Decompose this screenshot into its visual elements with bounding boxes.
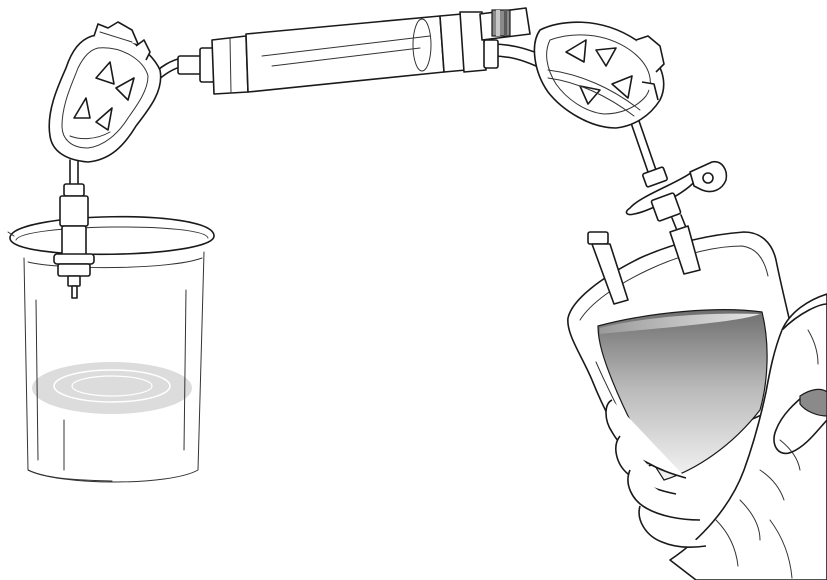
inline-filter [177, 7, 531, 95]
luer-connector [625, 160, 728, 222]
beaker-spike [53, 183, 95, 299]
right-tube-clamp [533, 21, 665, 129]
left-tube-clamp [48, 21, 162, 163]
gloved-hand [605, 293, 827, 580]
beaker [7, 215, 215, 483]
